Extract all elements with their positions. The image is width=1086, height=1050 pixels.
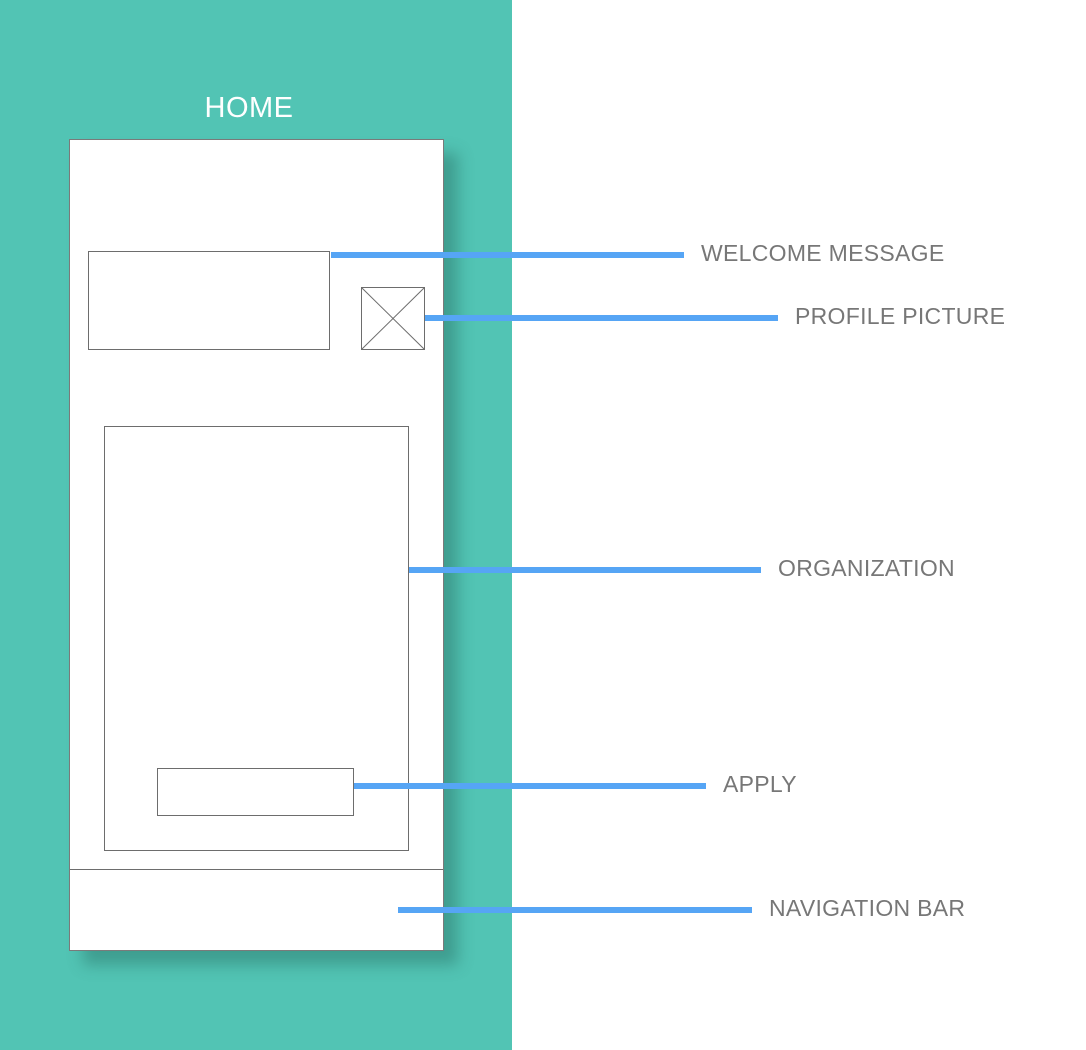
screen-title: HOME	[204, 92, 294, 124]
callout-welcome-message: WELCOME MESSAGE	[701, 240, 945, 266]
leader-line-organization	[409, 567, 761, 573]
image-placeholder-icon	[362, 288, 424, 349]
callout-apply: APPLY	[723, 771, 797, 797]
callout-profile-picture: PROFILE PICTURE	[795, 303, 1006, 329]
welcome-message-box	[88, 251, 330, 350]
navigation-bar-divider	[70, 869, 443, 870]
profile-picture-placeholder	[361, 287, 425, 350]
callout-organization: ORGANIZATION	[778, 555, 955, 581]
leader-line-apply	[354, 783, 706, 789]
leader-line-profile	[425, 315, 778, 321]
apply-button	[157, 768, 354, 816]
leader-line-welcome	[331, 252, 684, 258]
leader-line-navigation	[398, 907, 752, 913]
callout-navigation-bar: NAVIGATION BAR	[769, 895, 966, 921]
